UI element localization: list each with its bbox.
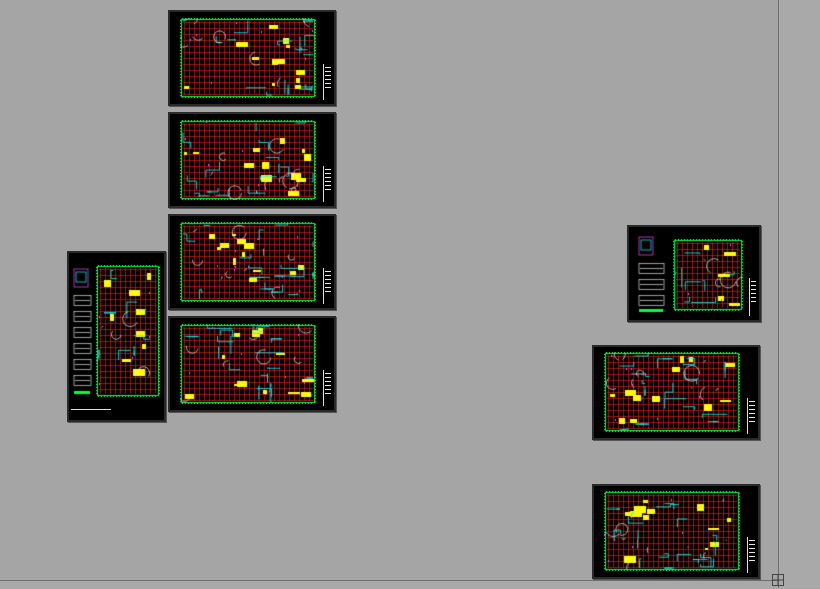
title-block: [747, 537, 756, 573]
floor-plan-drawing: [180, 18, 316, 98]
title-block: [323, 64, 332, 100]
vertical-ruler: [778, 0, 820, 588]
drawing-sheet[interactable]: [168, 10, 336, 106]
title-block: [323, 268, 332, 304]
legend-drawing: [72, 267, 94, 397]
floor-plan-drawing: [180, 120, 316, 200]
drawing-sheet[interactable]: [168, 316, 336, 412]
title-block: [323, 166, 332, 202]
floor-plan-drawing: [604, 352, 740, 432]
title-block: [747, 398, 756, 434]
legend-drawing: [637, 235, 667, 315]
layout-grid-icon[interactable]: [772, 574, 784, 586]
floor-plan-drawing: [180, 222, 316, 302]
floor-plan-drawing: [673, 239, 743, 311]
drawing-sheet[interactable]: [592, 484, 760, 579]
drawing-sheet[interactable]: [592, 345, 760, 440]
horizontal-ruler: [0, 580, 778, 589]
drawing-sheet[interactable]: [627, 225, 761, 322]
drawing-sheet[interactable]: [168, 112, 336, 208]
title-block: [323, 370, 332, 406]
title-block: [749, 278, 757, 316]
floor-plan-drawing: [96, 265, 160, 397]
floor-plan-drawing: [180, 324, 316, 404]
title-block: [71, 409, 111, 418]
drawing-sheet[interactable]: [67, 251, 166, 422]
drawing-sheet[interactable]: [168, 214, 336, 310]
floor-plan-drawing: [604, 491, 740, 571]
drawing-canvas[interactable]: [0, 0, 778, 580]
